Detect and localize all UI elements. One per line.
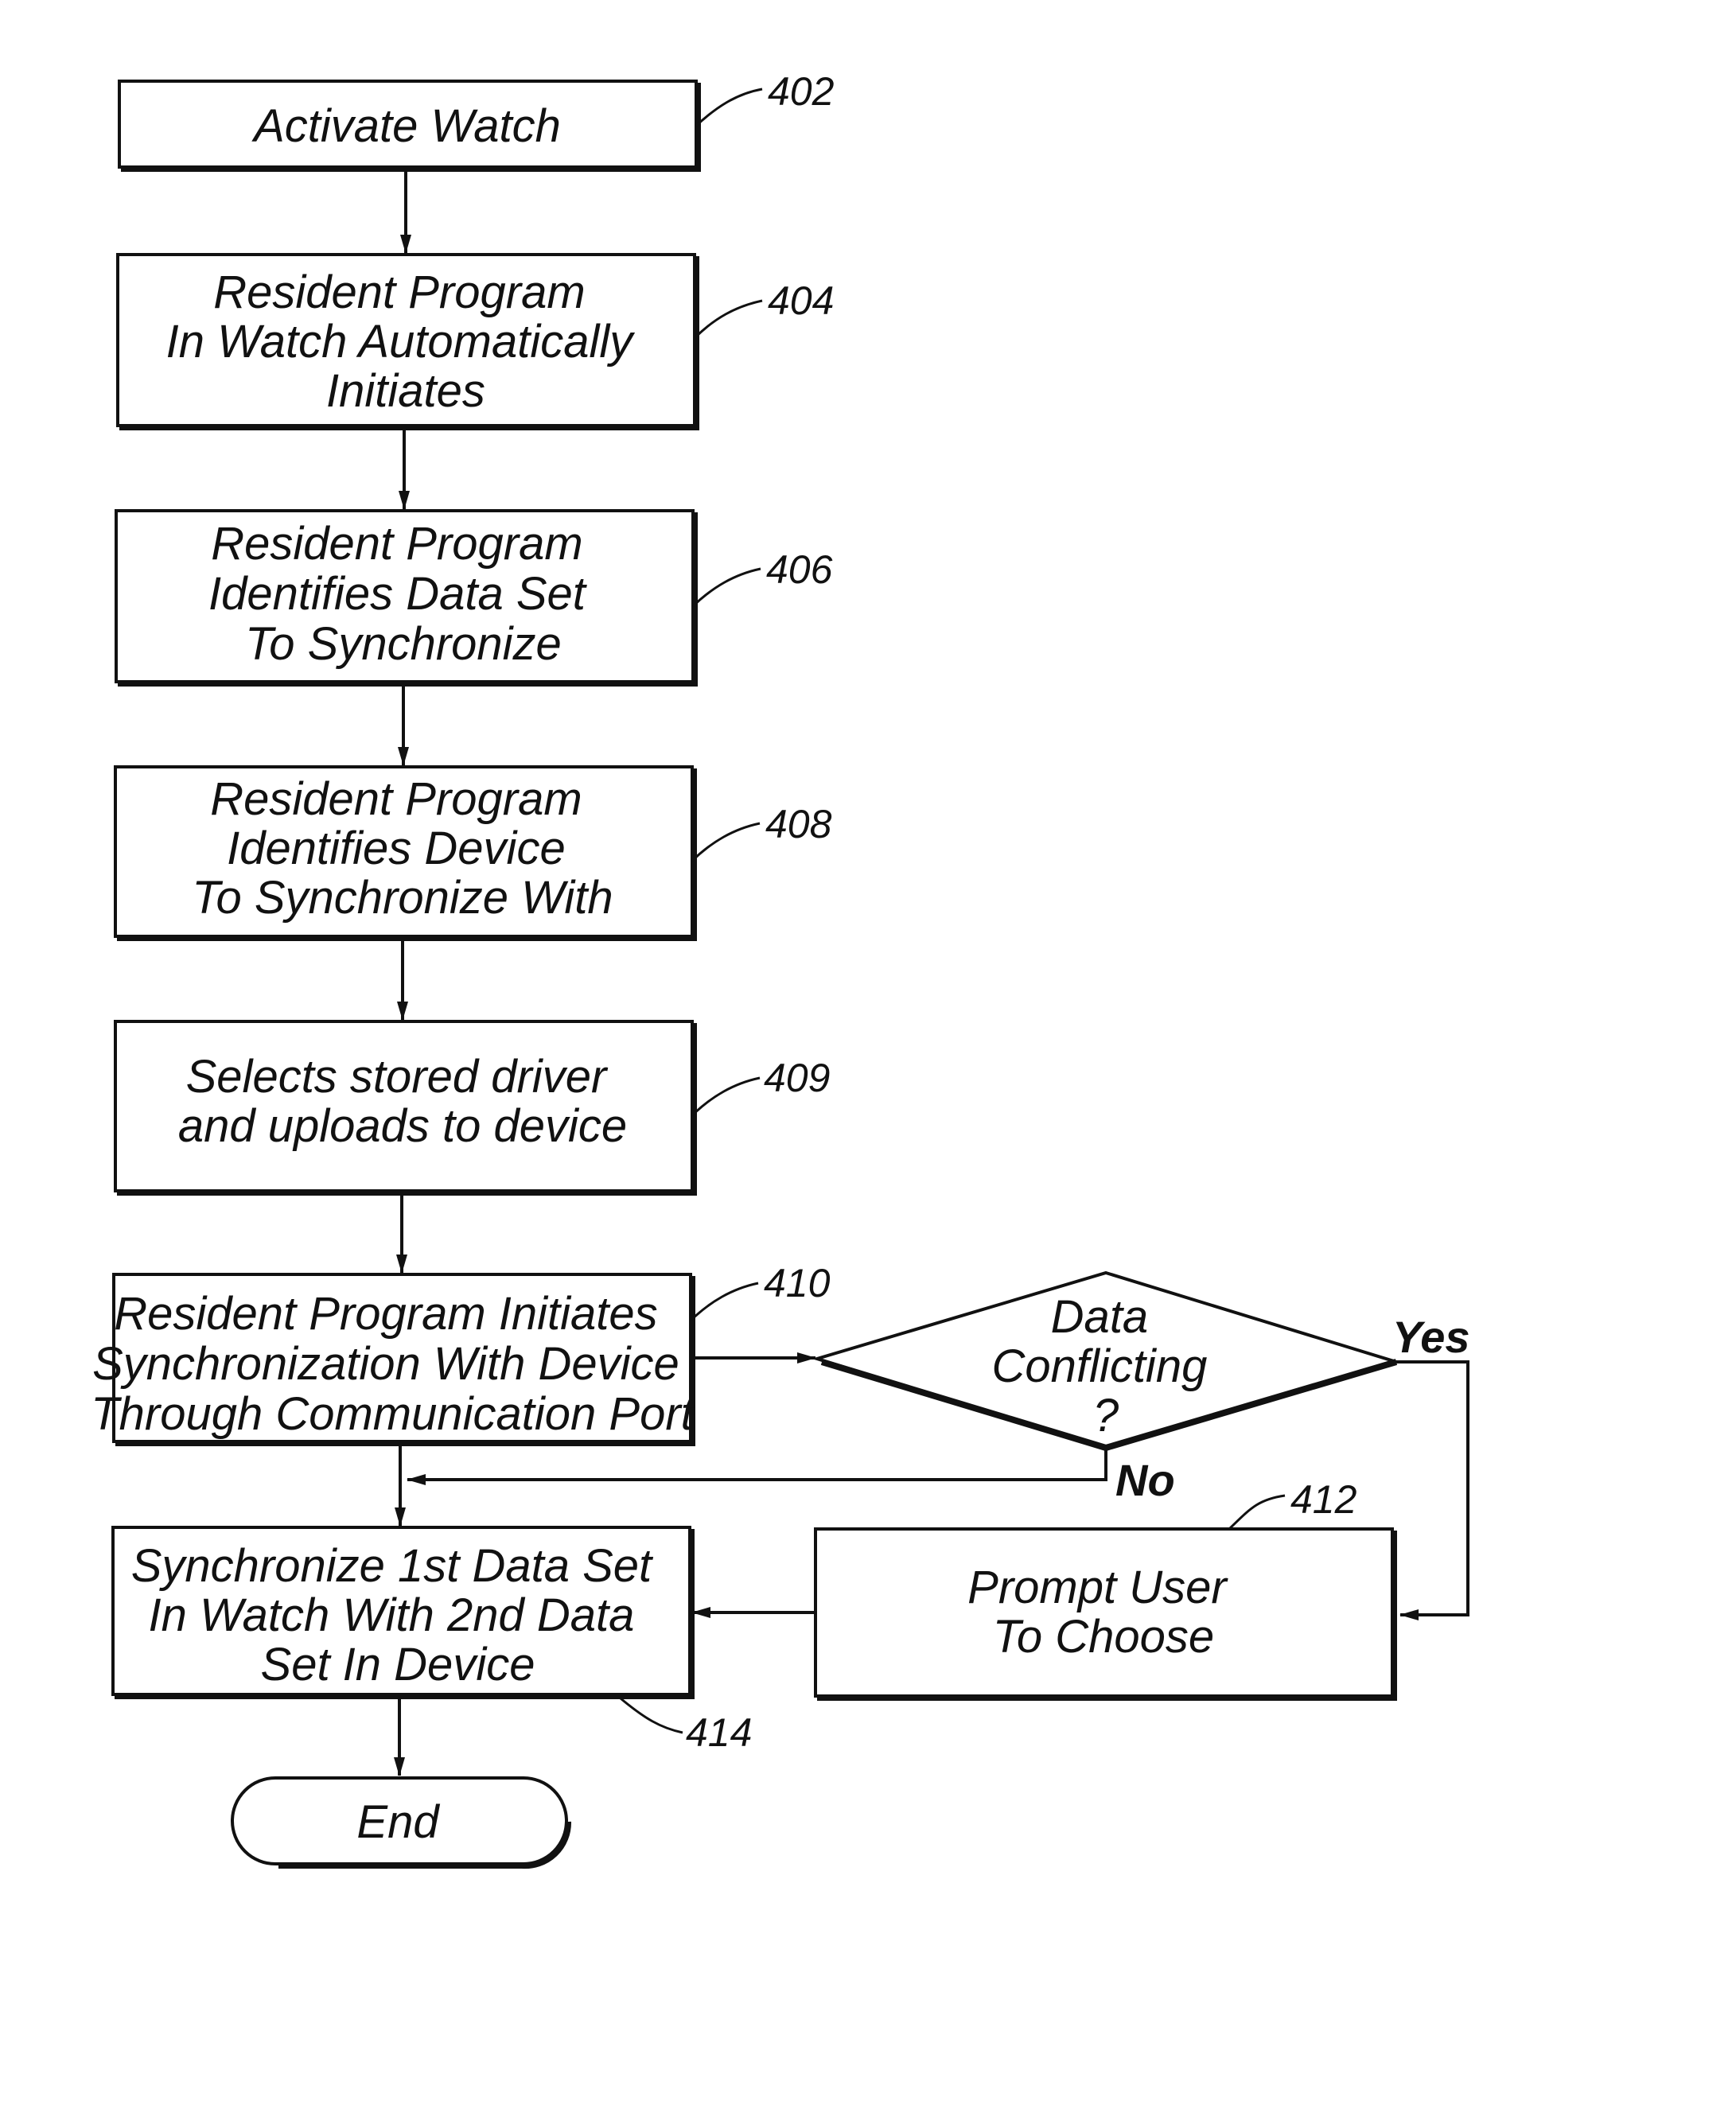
step-409-text: Selects stored driver and uploads to dev… xyxy=(178,1051,627,1152)
step-410-initiate-sync: Resident Program Initiates Synchronizati… xyxy=(91,1274,695,1443)
step-412-text: Prompt User To Choose xyxy=(967,1562,1240,1663)
terminal-end: End xyxy=(232,1778,568,1865)
step-406-text: Resident Program Identifies Data Set To … xyxy=(208,518,598,670)
terminal-end-text: End xyxy=(356,1796,440,1848)
step-412-prompt-user: Prompt User To Choose xyxy=(815,1529,1394,1698)
arrow-no-414 xyxy=(407,1448,1106,1480)
decision-data-conflicting: Data Conflicting ? xyxy=(817,1273,1396,1448)
step-410-text: Resident Program Initiates Synchronizati… xyxy=(91,1288,695,1440)
ref-408: 408 xyxy=(765,802,832,846)
ref-410: 410 xyxy=(764,1261,831,1305)
ref-402: 402 xyxy=(768,69,835,114)
ref-412: 412 xyxy=(1290,1477,1357,1522)
step-402-text: Activate Watch xyxy=(251,100,561,152)
step-409-upload-driver: Selects stored driver and uploads to dev… xyxy=(115,1021,694,1192)
step-414-synchronize: Synchronize 1st Data Set In Watch With 2… xyxy=(113,1527,691,1696)
ref-414: 414 xyxy=(686,1710,752,1755)
ref-409: 409 xyxy=(764,1056,830,1100)
step-408-text: Resident Program Identifies Device To Sy… xyxy=(192,773,613,924)
yes-label: Yes xyxy=(1392,1312,1470,1362)
step-406-identify-data-set: Resident Program Identifies Data Set To … xyxy=(116,511,695,683)
ref-406: 406 xyxy=(766,547,833,592)
ref-404: 404 xyxy=(768,278,834,323)
step-408-identify-device: Resident Program Identifies Device To Sy… xyxy=(115,767,694,938)
step-404-program-initiates: Resident Program In Watch Automatically … xyxy=(118,255,696,427)
arrow-yes-412 xyxy=(1396,1362,1468,1615)
step-402-activate-watch: Activate Watch xyxy=(119,81,698,169)
no-label: No xyxy=(1115,1455,1175,1505)
